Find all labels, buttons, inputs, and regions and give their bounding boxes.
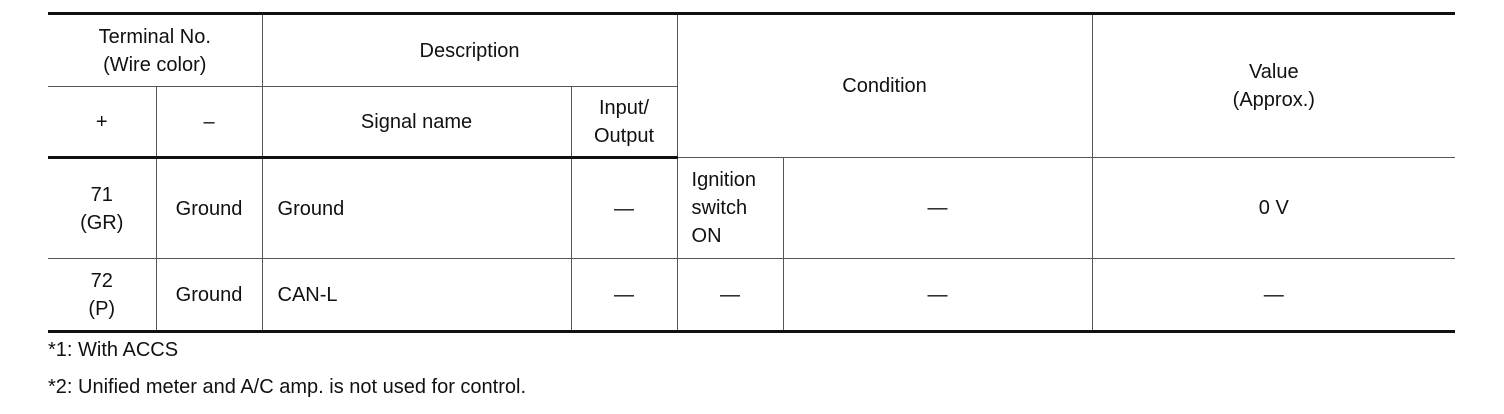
cell-terminal-minus: Ground bbox=[155, 258, 263, 333]
cell-value: 0 V bbox=[1091, 157, 1456, 259]
header-condition: Condition bbox=[676, 12, 1093, 158]
cell-input-output: — bbox=[570, 157, 678, 259]
cell-terminal-minus: Ground bbox=[155, 157, 263, 259]
cell-signal-name: Ground bbox=[261, 157, 572, 259]
header-signal-name: Signal name bbox=[261, 86, 572, 159]
cell-condition-2: — bbox=[782, 157, 1093, 259]
terminal-table: Terminal No. (Wire color) Description Co… bbox=[48, 12, 1456, 333]
cell-condition-1: Ignition switch ON bbox=[676, 157, 784, 259]
cell-value: — bbox=[1091, 258, 1456, 333]
header-description: Description bbox=[261, 12, 678, 87]
header-minus: – bbox=[155, 86, 263, 159]
header-terminal: Terminal No. (Wire color) bbox=[48, 12, 263, 87]
table-row: 72 (P) Ground CAN-L — — — — bbox=[48, 258, 1456, 333]
cell-terminal-plus: 71 (GR) bbox=[48, 157, 157, 259]
header-input-output: Input/ Output bbox=[570, 86, 678, 159]
footnote-1: *1: With ACCS bbox=[48, 339, 179, 361]
cell-terminal-plus: 72 (P) bbox=[48, 258, 157, 333]
table-row: 71 (GR) Ground Ground — Ignition switch … bbox=[48, 157, 1456, 259]
cell-condition-2: — bbox=[782, 258, 1093, 333]
footnote-2: *2: Unified meter and A/C amp. is not us… bbox=[48, 376, 527, 398]
cell-condition-1: — bbox=[676, 258, 784, 333]
cell-signal-name: CAN-L bbox=[261, 258, 572, 333]
cell-input-output: — bbox=[570, 258, 678, 333]
header-value: Value (Approx.) bbox=[1091, 12, 1456, 158]
header-plus: + bbox=[48, 86, 157, 159]
